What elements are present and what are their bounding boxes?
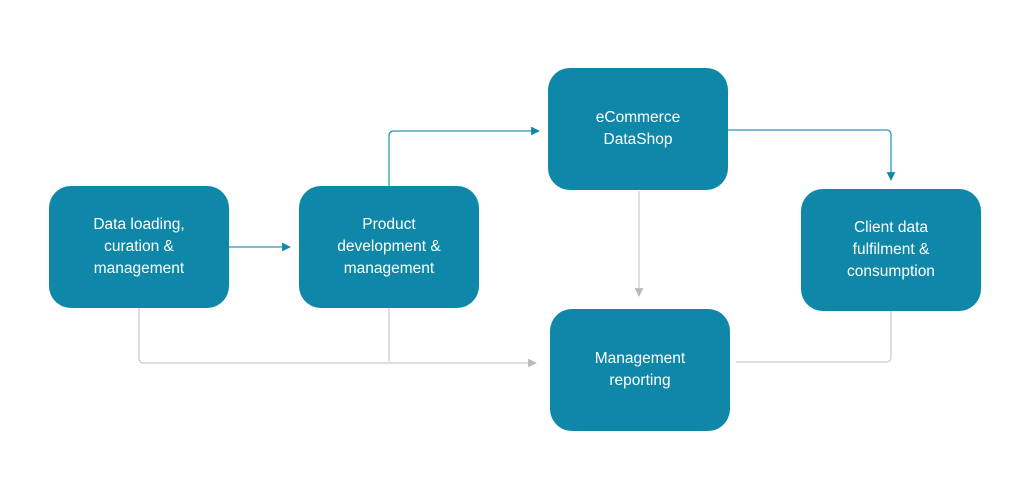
node-client-data-fulfilment-label: Client data fulfilment & consumption [847,219,935,280]
node-product-development-label: Product development & management [337,216,441,277]
edge-ecommerce-datashop-to-client-data [728,129,896,181]
node-data-loading-label: Data loading, curation & management [93,216,185,277]
node-management-reporting: Management reporting [550,309,730,431]
node-client-data-fulfilment: Client data fulfilment & consumption [801,189,981,311]
edge-product-development-to-ecommerce-datashop [388,126,540,186]
node-product-development: Product development & management [299,186,479,308]
edge-data-loading-to-management-reporting [138,308,537,368]
node-management-reporting-label: Management reporting [594,350,686,389]
node-data-loading: Data loading, curation & management [49,186,229,308]
edge-client-data-to-management-reporting [736,311,892,363]
node-ecommerce-datashop: eCommerce DataShop [548,68,728,190]
node-ecommerce-datashop-label: eCommerce DataShop [595,109,681,148]
